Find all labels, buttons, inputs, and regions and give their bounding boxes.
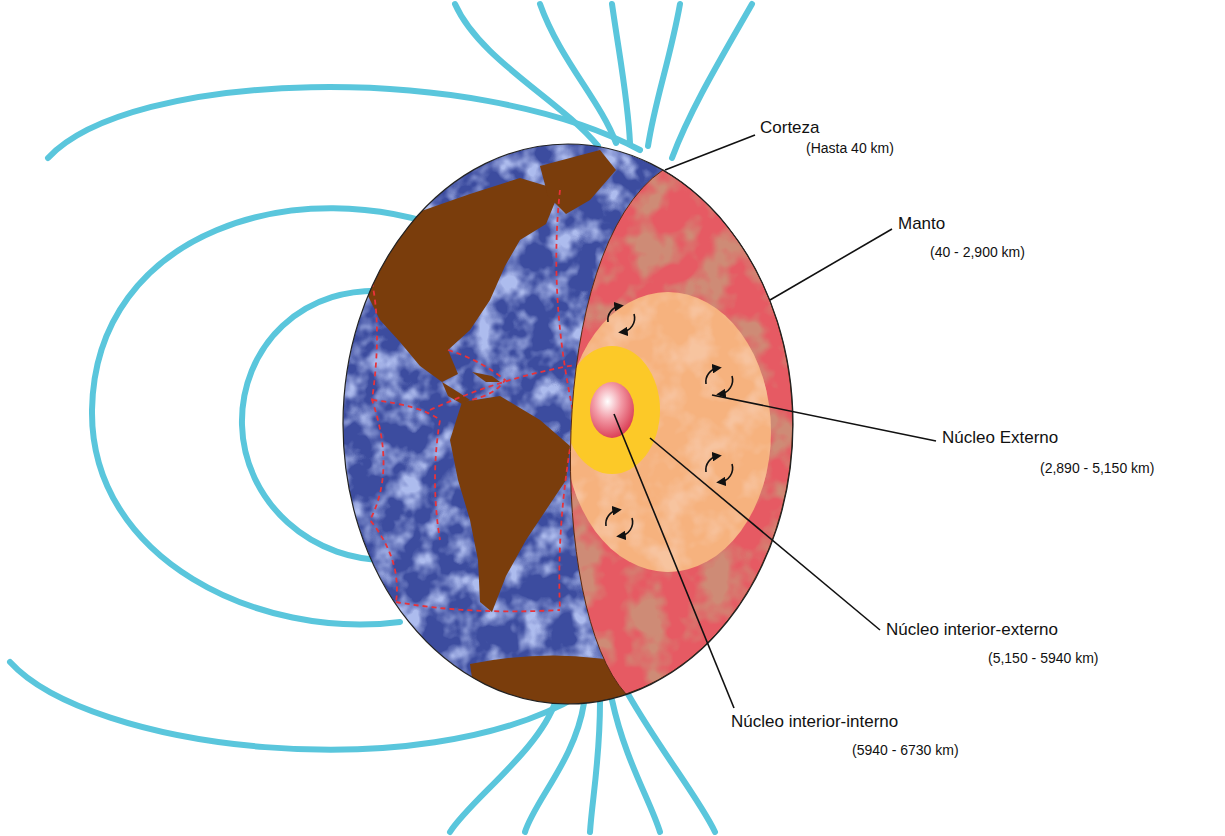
depth-range: (40 - 2,900 km) [930,244,1025,260]
layer-name: Núcleo interior-externo [886,620,1058,640]
outer-core [565,292,771,572]
depth-range: (5940 - 6730 km) [852,742,959,758]
plate-boundaries [370,190,575,611]
layer-name: Núcleo interior-interno [731,712,898,732]
cutaway [343,144,800,705]
depth-range: (Hasta 40 km) [806,140,894,156]
depth-range: (5,150 - 5940 km) [988,650,1099,666]
layer-name: Manto [898,214,945,234]
layer-name: Corteza [760,118,820,138]
convection-arrows [606,306,733,536]
layer-name: Núcleo Externo [942,428,1058,448]
inner-outer-core [564,346,660,474]
depth-range: (2,890 - 5,150 km) [1040,460,1154,476]
inner-inner-core [590,382,634,438]
